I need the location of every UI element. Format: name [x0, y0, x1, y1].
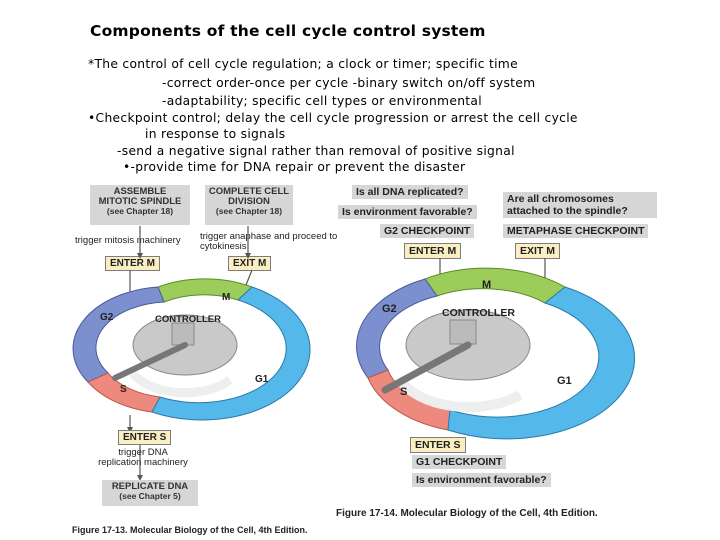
assemble-spindle-ref: (see Chapter 18)	[106, 205, 174, 216]
trigger-anaphase-label: trigger anaphase and proceed to cytokine…	[200, 231, 338, 252]
replicate-dna-ref: (see Chapter 5)	[119, 490, 181, 501]
question-dna-replicated: Is all DNA replicated?	[352, 185, 468, 199]
right-s-label: S	[400, 386, 407, 398]
bullet-line-3: -adaptability; specific cell types or en…	[162, 94, 482, 108]
left-figure-caption: Figure 17-13. Molecular Biology of the C…	[72, 525, 308, 535]
g2-checkpoint-label: G2 CHECKPOINT	[380, 224, 475, 238]
metaphase-checkpoint-label: METAPHASE CHECKPOINT	[503, 224, 649, 238]
exit-m-box: EXIT M	[228, 256, 272, 271]
right-figure-caption: Figure 17-14. Molecular Biology of the C…	[336, 508, 598, 519]
left-g1-segment	[151, 286, 311, 421]
left-m-segment	[157, 278, 253, 303]
enter-s-box: ENTER S	[118, 430, 172, 445]
page-title: Components of the cell cycle control sys…	[90, 22, 486, 40]
bullet-line-7: •-provide time for DNA repair or prevent…	[123, 160, 466, 174]
right-exit-m-box: EXIT M	[515, 243, 561, 259]
trigger-mitosis-label: trigger mitosis machinery	[75, 235, 181, 246]
left-controller-label: CONTROLLER	[155, 314, 221, 325]
left-g2-label: G2	[100, 312, 114, 323]
complete-division-ref: (see Chapter 18)	[215, 205, 283, 216]
right-g1-label: G1	[557, 375, 572, 387]
right-m-segment	[424, 267, 566, 304]
trigger-dna-label: trigger DNA replication machinery	[98, 447, 188, 468]
right-g2-label: G2	[382, 303, 397, 315]
left-g2-segment	[72, 286, 165, 383]
left-s-segment	[87, 372, 161, 413]
right-s-segment	[367, 369, 451, 431]
question-environment-g2: Is environment favorable?	[338, 205, 477, 219]
right-controller-label: CONTROLLER	[442, 307, 515, 319]
bullet-line-4: •Checkpoint control; delay the cell cycl…	[88, 111, 578, 125]
g1-checkpoint-label: G1 CHECKPOINT	[412, 455, 507, 469]
complete-division-box: COMPLETE CELL DIVISION (see Chapter 18)	[205, 185, 293, 225]
right-m-label: M	[482, 279, 491, 291]
question-chromosomes-attached: Are all chromosomes attached to the spin…	[503, 192, 657, 219]
assemble-spindle-box: ASSEMBLE MITOTIC SPINDLE (see Chapter 18…	[90, 185, 190, 225]
replicate-dna-label: REPLICATE DNA	[111, 481, 189, 492]
bullet-line-5: in response to signals	[145, 127, 286, 141]
right-enter-m-box: ENTER M	[404, 243, 462, 259]
bullet-line-1: *The control of cell cycle regulation; a…	[88, 57, 518, 71]
right-enter-s-box: ENTER S	[410, 437, 466, 453]
complete-division-label: COMPLETE CELL DIVISION	[208, 186, 290, 207]
bullet-line-6: -send a negative signal rather than remo…	[117, 144, 515, 158]
left-s-label: S	[120, 384, 127, 395]
replicate-dna-box: REPLICATE DNA (see Chapter 5)	[102, 480, 198, 506]
enter-m-box: ENTER M	[105, 256, 160, 271]
right-g1-segment	[447, 286, 636, 440]
left-m-label: M	[222, 292, 230, 303]
left-g1-label: G1	[255, 374, 269, 385]
bullet-line-2: -correct order-once per cycle -binary sw…	[162, 76, 536, 90]
assemble-spindle-label: ASSEMBLE MITOTIC SPINDLE	[98, 186, 182, 207]
question-environment-g1: Is environment favorable?	[412, 473, 551, 487]
right-g2-segment	[356, 278, 438, 379]
